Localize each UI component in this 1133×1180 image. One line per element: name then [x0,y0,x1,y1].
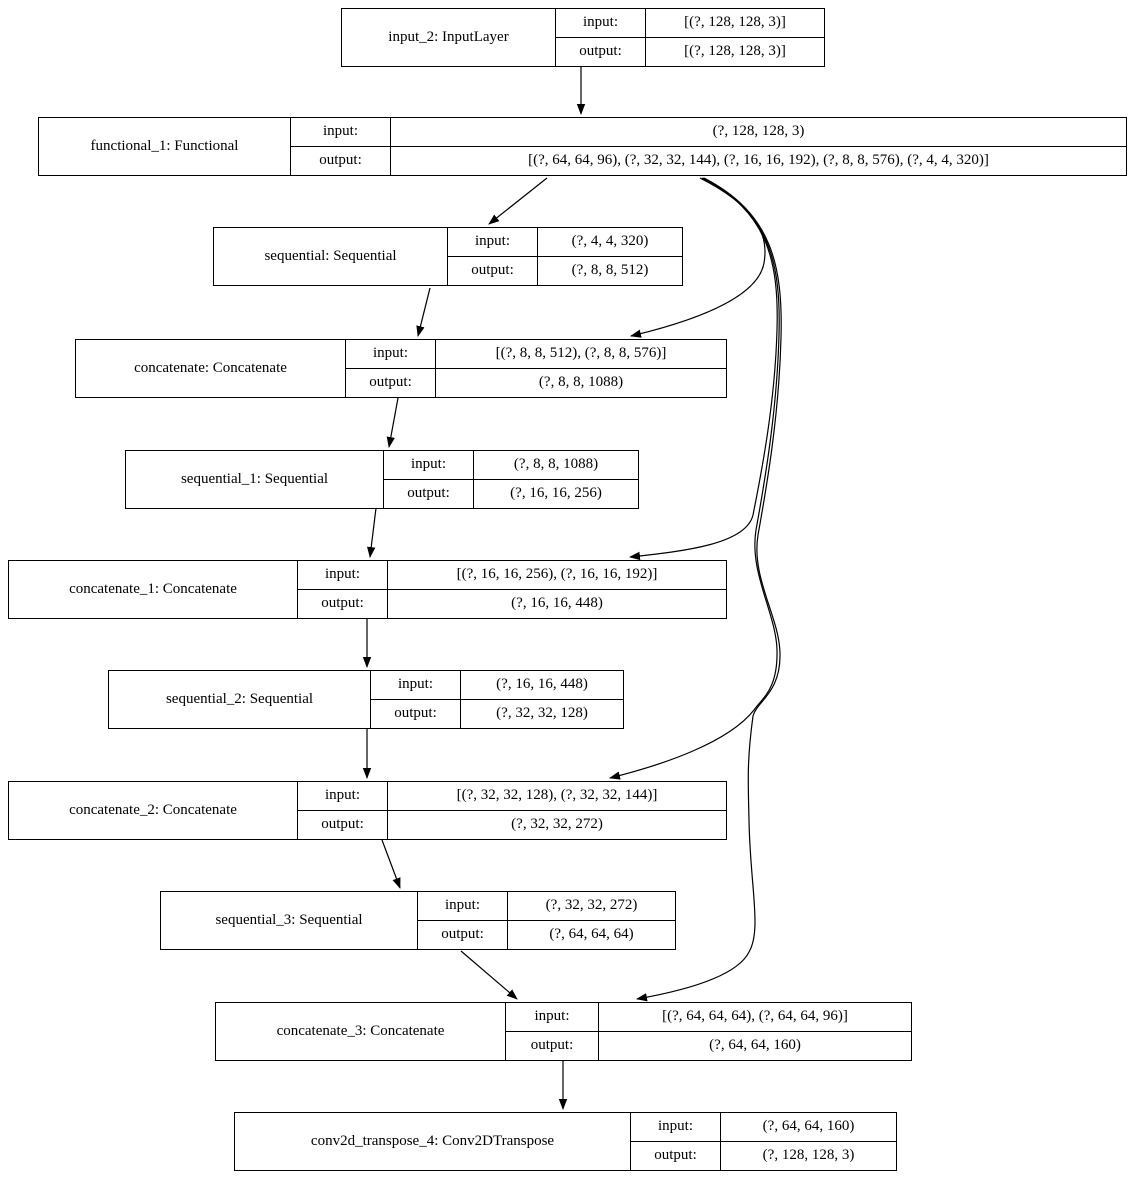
input-shape: [(?, 128, 128, 3)] [646,9,824,38]
edge-sequential-to-concatenate [416,287,431,337]
layer-node-conv2d_transpose_4: conv2d_transpose_4: Conv2DTranspose inpu… [234,1112,897,1171]
input-label: input: [384,451,474,480]
edge-sequential_3-to-concatenate_3 [460,950,518,1000]
layer-node-sequential: sequential: Sequential input: (?, 4, 4, … [213,227,683,286]
input-shape: (?, 8, 8, 1088) [474,451,638,480]
input-label: input: [556,9,646,38]
input-label: input: [448,228,538,257]
output-label: output: [448,256,538,285]
output-shape: (?, 8, 8, 512) [571,262,649,279]
layer-node-sequential_3: sequential_3: Sequential input: (?, 32, … [160,891,676,950]
output-shape: (?, 64, 64, 64) [549,926,634,943]
output-shape: [(?, 128, 128, 3)] [684,43,786,60]
input-shape: [(?, 32, 32, 128), (?, 32, 32, 144)] [388,782,726,811]
input-shape: [(?, 16, 16, 256), (?, 16, 16, 192)] [388,561,726,590]
layer-name: sequential_1: Sequential [126,451,384,508]
output-shape: [(?, 64, 64, 96), (?, 32, 32, 144), (?, … [528,152,989,169]
layer-node-input_2: input_2: InputLayer input: [(?, 128, 128… [341,8,825,67]
layer-name: concatenate_3: Concatenate [216,1003,506,1060]
input-label: input: [371,671,461,700]
input-label: input: [346,340,436,369]
input-shape: (?, 16, 16, 448) [461,671,623,700]
layer-node-sequential_2: sequential_2: Sequential input: (?, 16, … [108,670,624,729]
input-label: input: [291,118,391,147]
edge-concatenate_2-to-sequential_3 [381,839,401,889]
output-shape: (?, 16, 16, 256) [510,485,602,502]
layer-name: concatenate_2: Concatenate [9,782,298,839]
input-label: input: [298,561,388,590]
output-label: output: [631,1141,721,1170]
layer-name: input_2: InputLayer [342,9,556,66]
input-label: input: [298,782,388,811]
edge-concatenate-to-sequential_1 [386,397,399,448]
output-shape: (?, 32, 32, 272) [511,816,603,833]
edge-functional_1-to-concatenate_3 [636,177,782,1002]
layer-name: concatenate: Concatenate [76,340,346,397]
output-label: output: [506,1031,599,1060]
output-label: output: [346,368,436,397]
layer-node-concatenate_2: concatenate_2: Concatenate input: [(?, 3… [8,781,727,840]
layer-name: sequential: Sequential [214,228,448,285]
output-shape: (?, 8, 8, 1088) [538,374,624,391]
input-shape: [(?, 8, 8, 512), (?, 8, 8, 576)] [436,340,726,369]
output-label: output: [291,146,391,175]
layer-node-concatenate_3: concatenate_3: Concatenate input: [(?, 6… [215,1002,912,1061]
layer-name: concatenate_1: Concatenate [9,561,298,618]
input-shape: (?, 4, 4, 320) [538,228,682,257]
output-label: output: [418,920,508,949]
layer-name: sequential_3: Sequential [161,892,418,949]
input-label: input: [506,1003,599,1032]
layer-node-functional_1: functional_1: Functional input: (?, 128,… [38,117,1127,176]
output-label: output: [298,589,388,618]
output-label: output: [384,479,474,508]
layer-name: conv2d_transpose_4: Conv2DTranspose [235,1113,631,1170]
input-shape: (?, 64, 64, 160) [721,1113,896,1142]
output-label: output: [371,699,461,728]
edge-functional_1-to-concatenate_2 [609,177,780,780]
output-shape: (?, 16, 16, 448) [511,595,603,612]
edge-sequential_1-to-concatenate_1 [367,507,377,558]
layer-node-concatenate_1: concatenate_1: Concatenate input: [(?, 1… [8,560,727,619]
edge-functional_1-to-sequential [488,177,548,225]
input-shape: (?, 128, 128, 3) [391,118,1126,147]
output-shape: (?, 64, 64, 160) [709,1037,801,1054]
layer-name: sequential_2: Sequential [109,671,371,728]
input-shape: [(?, 64, 64, 64), (?, 64, 64, 96)] [599,1003,911,1032]
output-shape: (?, 128, 128, 3) [762,1147,855,1164]
input-shape: (?, 32, 32, 272) [508,892,675,921]
edge-functional_1-to-concatenate_1 [629,177,778,561]
input-label: input: [631,1113,721,1142]
layer-node-sequential_1: sequential_1: Sequential input: (?, 8, 8… [125,450,639,509]
output-label: output: [298,810,388,839]
output-label: output: [556,37,646,66]
input-label: input: [418,892,508,921]
layer-node-concatenate: concatenate: Concatenate input: [(?, 8, … [75,339,727,398]
layer-name: functional_1: Functional [39,118,291,175]
output-shape: (?, 32, 32, 128) [496,705,588,722]
